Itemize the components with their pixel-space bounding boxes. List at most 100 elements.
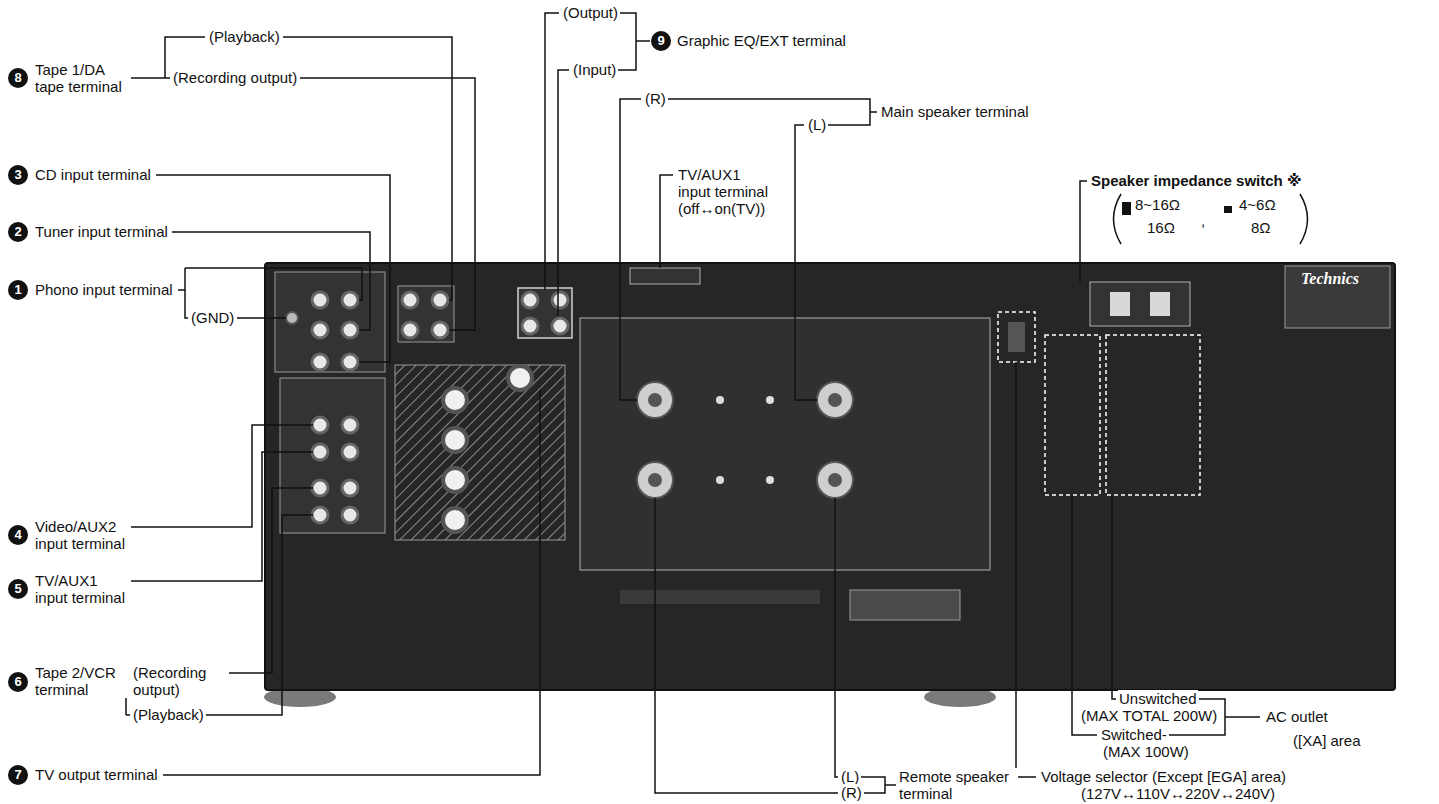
- callout-number-text: 3: [8, 165, 28, 185]
- terminal-name: Phono input terminal: [34, 281, 174, 298]
- speaker-binding-post: [828, 393, 842, 407]
- terminal-name: Tape 2/VCR terminal: [34, 664, 131, 698]
- leader-line: [620, 99, 877, 400]
- terminal-name: TV output terminal: [34, 766, 159, 783]
- rca-jack: [312, 322, 328, 338]
- callout-label: (Playback): [132, 706, 205, 723]
- leader-line: [120, 425, 313, 527]
- video-jack: [443, 508, 467, 532]
- callout-label: Voltage selector (Except [EGA] area): [1040, 768, 1287, 785]
- speaker-binding-post: [716, 476, 724, 484]
- callout-number-text: 8: [8, 68, 28, 88]
- terminal-name: Video/AUX2 input terminal: [34, 518, 131, 552]
- speaker-binding-post: [648, 393, 662, 407]
- ground-screw: [286, 312, 298, 324]
- callout-label: Switched-: [1100, 726, 1168, 743]
- rear-panel: [620, 590, 820, 604]
- callout-label: Unswitched: [1118, 690, 1198, 707]
- speaker-binding-post: [648, 473, 662, 487]
- bracket-symbol: [1114, 194, 1122, 244]
- rca-jack: [312, 444, 328, 460]
- rca-jack: [312, 292, 568, 523]
- rear-panel: [398, 286, 454, 342]
- terminal-name: CD input terminal: [34, 166, 152, 183]
- callout-number: 4Video/AUX2 input terminal: [8, 525, 28, 545]
- rear-panel: [1150, 292, 1170, 316]
- callout-number: 2Tuner input terminal: [8, 222, 28, 242]
- speaker-binding-post: [828, 473, 842, 487]
- rear-panel: [518, 288, 572, 338]
- video-jack: [508, 366, 532, 390]
- dashed-outline: [1106, 335, 1200, 495]
- callout-number-text: 6: [8, 672, 28, 692]
- leader-line: [1016, 362, 1036, 777]
- callout-number: 7TV output terminal: [8, 765, 28, 785]
- callout-label: (Recording output): [132, 664, 229, 698]
- callout-number: 1Phono input terminal: [8, 280, 28, 300]
- rca-jack: [432, 292, 448, 308]
- callout-number-text: 5: [8, 579, 28, 599]
- callout-number-text: 4: [8, 525, 28, 545]
- terminal-name: Tape 1/DA tape terminal: [34, 61, 131, 95]
- leader-line: [545, 13, 650, 316]
- speaker-binding-post: [766, 476, 774, 484]
- leader-line: [163, 390, 540, 775]
- switch-position-mark: [1122, 202, 1131, 215]
- leader-line: [101, 452, 313, 581]
- terminal-name: Graphic EQ/EXT terminal: [676, 32, 847, 49]
- leader-line: [1072, 495, 1260, 735]
- video-jack: [443, 428, 467, 452]
- leader-line: [126, 37, 475, 330]
- callout-label: TV/AUX1 input terminal (off↔on(TV)): [677, 166, 774, 217]
- rca-jack: [522, 318, 538, 334]
- callout-label: (MAX TOTAL 200W): [1080, 707, 1218, 724]
- leader-line: [156, 175, 390, 362]
- callout-number-text: 2: [8, 222, 28, 242]
- callout-label: (L): [807, 116, 827, 133]
- callout-label: Main speaker terminal: [880, 103, 1030, 120]
- callout-number: 6Tape 2/VCR terminal: [8, 672, 28, 692]
- callout-label: AC outlet: [1265, 708, 1329, 725]
- video-jack: [443, 388, 467, 412]
- speaker-binding-post: [766, 396, 774, 404]
- rca-jack: [402, 292, 418, 308]
- speaker-binding-post: [637, 462, 673, 498]
- speaker-binding-post: [637, 382, 673, 418]
- dashed-outline: [998, 312, 1035, 362]
- callout-label: ([XA] area: [1292, 732, 1362, 749]
- rca-jack: [312, 507, 328, 523]
- rear-panel: [265, 263, 1395, 690]
- callout-number: 9Graphic EQ/EXT terminal: [651, 31, 671, 51]
- callout-number: 3CD input terminal: [8, 165, 28, 185]
- speaker-binding-post: [637, 382, 853, 498]
- video-jack: [443, 366, 532, 532]
- callout-label: (127V↔110V↔220V↔240V): [1080, 785, 1276, 802]
- callout-label: (Output): [562, 4, 619, 21]
- rca-jack: [402, 322, 418, 338]
- callout-label: (R): [840, 784, 863, 801]
- callout-label: (MAX 100W): [1102, 743, 1190, 760]
- callout-label: ,: [1200, 212, 1206, 229]
- rear-panel: [1110, 292, 1130, 316]
- rear-panel: [280, 378, 385, 533]
- leader-line: [1080, 181, 1087, 282]
- leader-line: [172, 232, 370, 330]
- speaker-binding-post: [716, 396, 724, 404]
- brand-name: Technics: [1300, 270, 1360, 287]
- rca-jack: [342, 354, 358, 370]
- rca-jack: [552, 292, 568, 308]
- rca-jack: [552, 318, 568, 334]
- callout-label: (R): [644, 90, 667, 107]
- rear-panel: [275, 272, 385, 372]
- rca-jack: [342, 322, 358, 338]
- switch-position-mark: [1224, 206, 1232, 213]
- rca-jack: [342, 507, 358, 523]
- leader-line: [121, 488, 313, 715]
- callout-label: (Playback): [208, 28, 281, 45]
- callout-number-text: 1: [8, 280, 28, 300]
- callout-number-text: 9: [651, 31, 671, 51]
- rca-jack: [342, 417, 358, 433]
- terminal-name: TV/AUX1 input terminal: [34, 572, 131, 606]
- speaker-binding-post: [817, 462, 853, 498]
